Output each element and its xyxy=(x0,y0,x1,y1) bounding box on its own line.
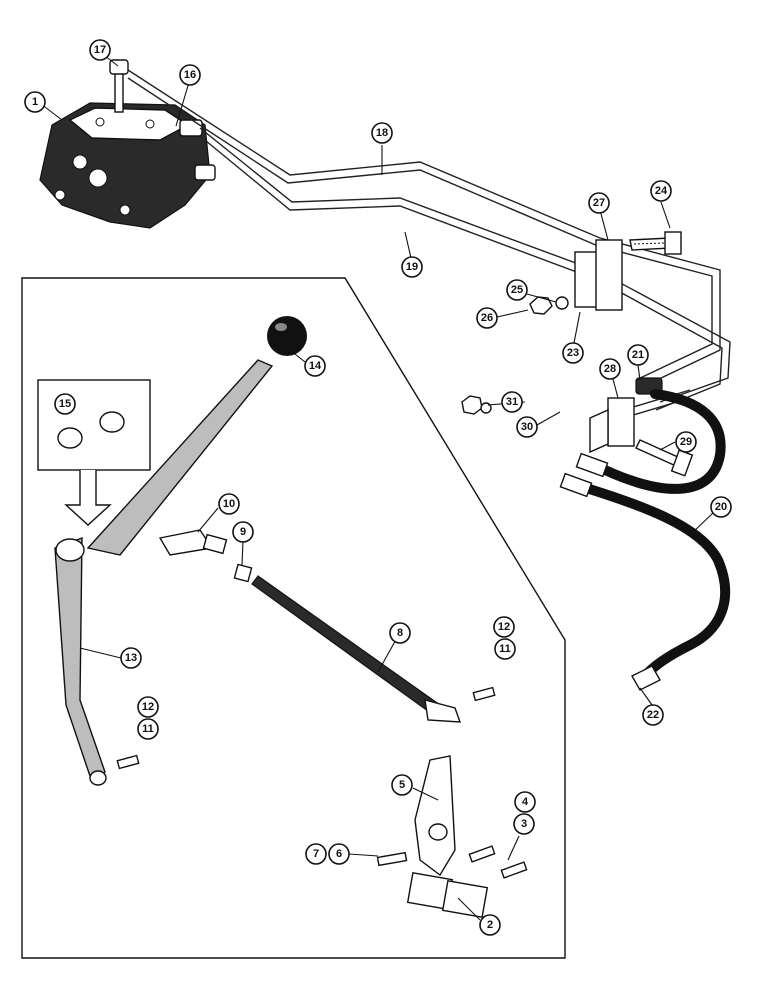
callout-label: 9 xyxy=(240,526,246,538)
callout-10: 10 xyxy=(218,493,240,515)
callout-label: 18 xyxy=(376,127,388,139)
callout-27: 27 xyxy=(588,192,610,214)
callout-label: 31 xyxy=(506,396,518,408)
callout-label: 17 xyxy=(94,44,106,56)
callout-label: 8 xyxy=(397,627,403,639)
control-rod xyxy=(158,529,462,723)
callout-19: 19 xyxy=(401,256,423,278)
callout-label: 3 xyxy=(521,818,527,830)
callout-label: 6 xyxy=(336,848,342,860)
hose-bracket xyxy=(461,377,694,477)
callout-label: 28 xyxy=(604,363,616,375)
bushing-inset xyxy=(37,379,151,526)
callout-label: 26 xyxy=(481,312,493,324)
callout-label: 22 xyxy=(647,709,659,721)
callout-3: 3 xyxy=(513,813,535,835)
callout-31: 31 xyxy=(501,391,523,413)
callout-label: 5 xyxy=(399,779,405,791)
callout-label: 30 xyxy=(521,421,533,433)
control-lever xyxy=(54,316,307,786)
callout-label: 15 xyxy=(59,398,71,410)
inset-panel-border xyxy=(21,277,566,959)
callout-18: 18 xyxy=(371,122,393,144)
callout-label: 29 xyxy=(680,436,692,448)
callout-label: 25 xyxy=(511,284,523,296)
lever-bracket xyxy=(376,755,528,919)
callout-24: 24 xyxy=(650,180,672,202)
callout-9: 9 xyxy=(232,521,254,543)
callout-4: 4 xyxy=(514,791,536,813)
callout-8: 8 xyxy=(389,622,411,644)
callout-label: 7 xyxy=(313,848,319,860)
callout-28: 28 xyxy=(599,358,621,380)
callout-14: 14 xyxy=(304,355,326,377)
callout-label: 19 xyxy=(406,261,418,273)
callout-26: 26 xyxy=(476,307,498,329)
callout-17: 17 xyxy=(89,39,111,61)
callout-label: 11 xyxy=(499,643,511,655)
callout-label: 21 xyxy=(632,349,644,361)
tube-clamp xyxy=(574,231,682,311)
callout-7: 7 xyxy=(305,843,327,865)
callout-6: 6 xyxy=(328,843,350,865)
callout-30: 30 xyxy=(516,416,538,438)
callout-label: 12 xyxy=(498,621,510,633)
callout-label: 1 xyxy=(32,96,38,108)
callout-12-rod: 12 xyxy=(493,616,515,638)
callout-12-lever: 12 xyxy=(137,696,159,718)
control-valve xyxy=(39,59,216,229)
callout-label: 2 xyxy=(487,919,493,931)
callout-label: 27 xyxy=(593,197,605,209)
callout-11-lever: 11 xyxy=(137,718,159,740)
callout-23: 23 xyxy=(562,342,584,364)
callout-label: 10 xyxy=(223,498,235,510)
callout-label: 24 xyxy=(655,185,668,197)
pins xyxy=(116,686,496,770)
callout-20: 20 xyxy=(710,496,732,518)
callout-21: 21 xyxy=(627,344,649,366)
callout-label: 11 xyxy=(142,723,154,735)
callout-5: 5 xyxy=(391,774,413,796)
callout-13: 13 xyxy=(120,647,142,669)
callout-25: 25 xyxy=(506,279,528,301)
callout-1: 1 xyxy=(24,91,46,113)
callout-2: 2 xyxy=(479,914,501,936)
callout-label: 20 xyxy=(715,501,727,513)
callout-label: 12 xyxy=(142,701,154,713)
callout-label: 23 xyxy=(567,347,579,359)
callout-label: 4 xyxy=(522,796,529,808)
callout-29: 29 xyxy=(675,431,697,453)
callout-11-rod: 11 xyxy=(494,638,516,660)
callout-16: 16 xyxy=(179,64,201,86)
callout-15: 15 xyxy=(54,393,76,415)
nut-washer-25-26 xyxy=(529,296,569,315)
callout-label: 14 xyxy=(309,360,322,372)
callout-label: 16 xyxy=(184,69,196,81)
callout-22: 22 xyxy=(642,704,664,726)
callout-label: 13 xyxy=(125,652,137,664)
hoses xyxy=(559,389,731,691)
